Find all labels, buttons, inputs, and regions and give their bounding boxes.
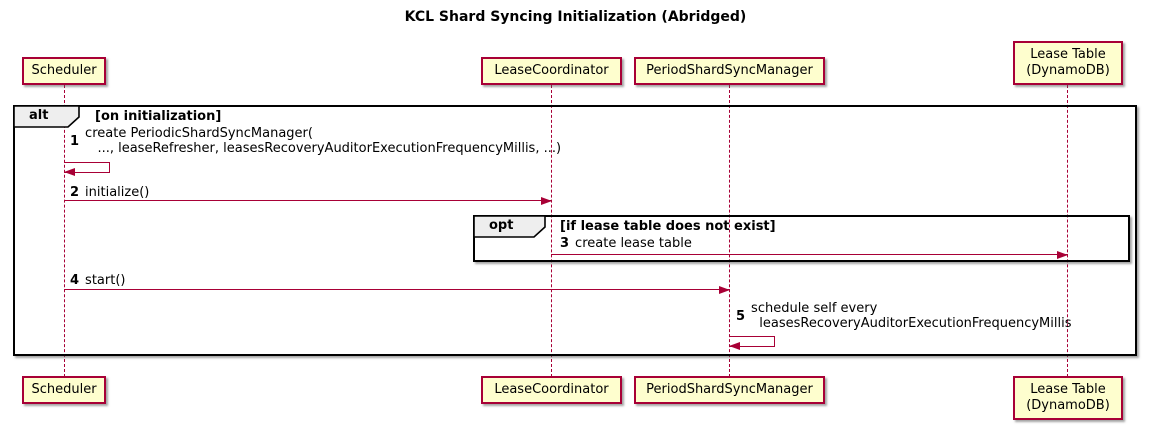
message-1: 1 create PeriodicShardSyncManager( ..., … <box>70 126 561 156</box>
participant-bottom-lease-coordinator: LeaseCoordinator <box>481 376 622 404</box>
message-4-number: 4 <box>70 273 80 288</box>
message-3: 3 create lease table <box>560 236 692 251</box>
message-4-arrowhead-icon <box>719 286 730 294</box>
message-1-self-arrow <box>64 162 110 173</box>
message-5-number: 5 <box>736 308 746 324</box>
diagram-title: KCL Shard Syncing Initialization (Abridg… <box>404 9 747 25</box>
message-3-line <box>551 254 1068 255</box>
message-3-text: create lease table <box>575 236 692 251</box>
lifeline-period-shard-sync-manager <box>729 85 730 377</box>
participant-bottom-scheduler: Scheduler <box>22 376 106 404</box>
participant-top-scheduler: Scheduler <box>22 57 106 85</box>
message-1-text: create PeriodicShardSyncManager( ..., le… <box>85 126 562 156</box>
participant-bottom-period-shard-sync-manager: PeriodShardSyncManager <box>634 376 825 404</box>
opt-frame-guard: [if lease table does not exist] <box>560 219 776 234</box>
message-2-arrowhead-icon <box>541 197 552 205</box>
lifeline-scheduler <box>64 85 65 377</box>
participant-top-lease-coordinator: LeaseCoordinator <box>481 57 622 85</box>
lifeline-lease-coordinator <box>551 85 552 377</box>
message-5-arrowhead-icon <box>729 342 740 350</box>
lifeline-lease-table <box>1067 85 1068 377</box>
message-2-text: initialize() <box>85 185 150 200</box>
alt-frame-guard: [on initialization] <box>95 109 222 124</box>
opt-frame-keyword: opt <box>489 218 514 233</box>
alt-frame: alt [on initialization] <box>13 105 1137 356</box>
message-2: 2 initialize() <box>70 185 149 200</box>
message-3-arrowhead-icon <box>1057 251 1068 259</box>
message-5-self-arrow <box>729 336 775 347</box>
participant-top-lease-table: Lease Table (DynamoDB) <box>1013 41 1123 85</box>
message-3-number: 3 <box>560 236 570 251</box>
message-1-number: 1 <box>70 133 80 149</box>
message-2-number: 2 <box>70 185 80 200</box>
message-1-arrowhead-icon <box>64 168 75 176</box>
opt-frame-pentagon-icon <box>473 215 546 238</box>
message-2-line <box>64 200 552 201</box>
alt-frame-keyword: alt <box>29 108 49 123</box>
message-5: 5 schedule self every leasesRecoveryAudi… <box>736 301 1072 331</box>
participant-bottom-lease-table: Lease Table (DynamoDB) <box>1013 376 1123 420</box>
message-4-text: start() <box>85 273 126 288</box>
alt-frame-pentagon-icon <box>13 105 80 128</box>
message-5-text: schedule self every leasesRecoveryAudito… <box>751 301 1072 331</box>
message-4-line <box>64 289 730 290</box>
opt-frame: opt [if lease table does not exist] <box>473 215 1130 262</box>
message-4: 4 start() <box>70 273 125 288</box>
participant-top-period-shard-sync-manager: PeriodShardSyncManager <box>634 57 825 85</box>
